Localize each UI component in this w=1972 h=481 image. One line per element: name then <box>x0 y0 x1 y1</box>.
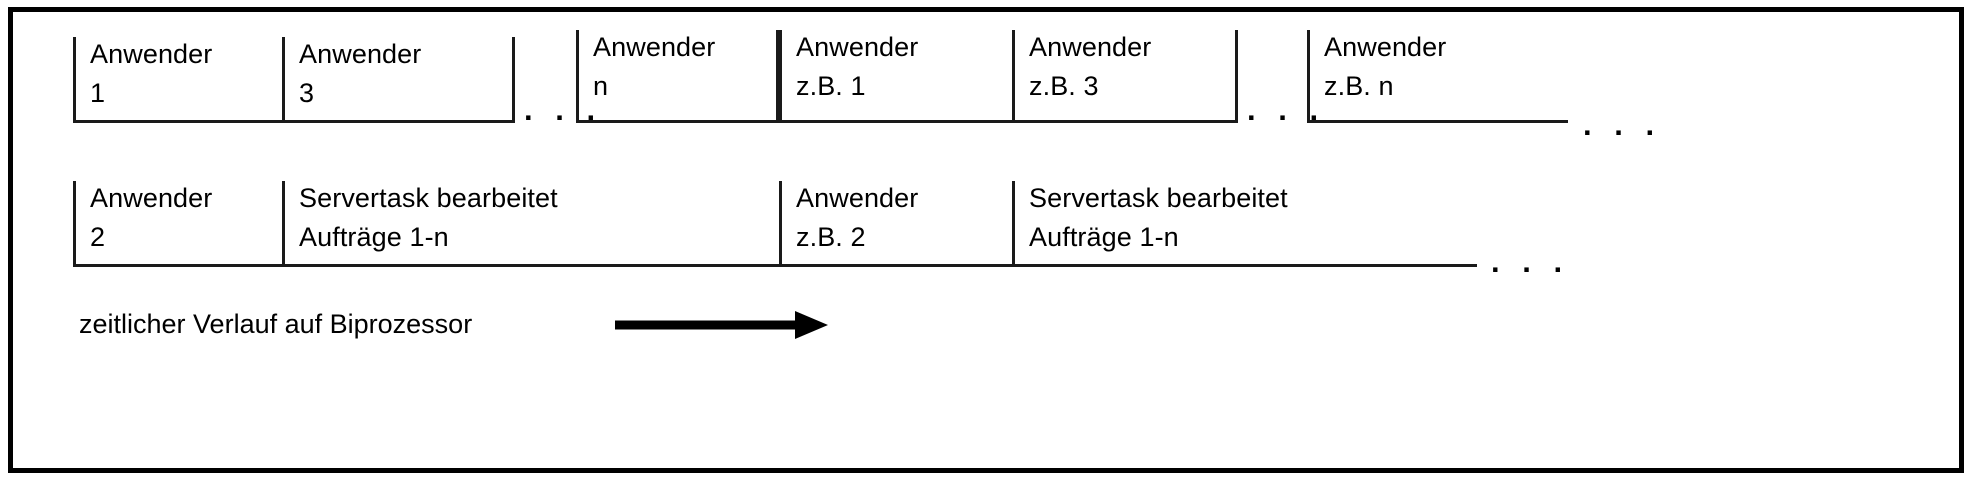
diagram-frame: Anwender 1 Anwender 3 . . . Anwender n <box>8 7 1964 473</box>
timeline-cell-anwender-3: Anwender 3 <box>282 37 515 123</box>
ellipsis-trailing: . . . <box>1583 107 1662 142</box>
timeline-cell-anwender-2: Anwender 2 <box>73 181 282 267</box>
axis-label: zeitlicher Verlauf auf Biprozessor <box>79 309 473 339</box>
cell-text: Anwender z.B. 3 <box>1029 32 1152 101</box>
timeline-cell-anwender-zb-n: Anwender z.B. n <box>1307 30 1568 123</box>
timeline-cell-anwender-n: Anwender n <box>576 30 779 123</box>
timeline-cell-anwender-zb-3: Anwender z.B. 3 <box>1012 30 1238 123</box>
timeline-cell-servertask-1: Servertask bearbeitet Aufträge 1-n <box>282 181 779 267</box>
timeline-cell-servertask-2: Servertask bearbeitet Aufträge 1-n <box>1012 181 1477 267</box>
cell-text: Anwender z.B. 1 <box>796 32 919 101</box>
cell-text: Anwender 3 <box>299 39 422 108</box>
timeline-cell-anwender-zb-1: Anwender z.B. 1 <box>779 30 1012 123</box>
cell-text: Anwender 1 <box>90 39 213 108</box>
timeline-cell-anwender-1: Anwender 1 <box>73 37 282 123</box>
ellipsis-separator: . . . <box>524 92 603 127</box>
ellipsis-trailing: . . . <box>1491 244 1570 279</box>
cell-text: Servertask bearbeitet Aufträge 1-n <box>1029 183 1288 252</box>
ellipsis-separator: . . . <box>1247 92 1326 127</box>
timeline-cell-anwender-zb-2: Anwender z.B. 2 <box>779 181 1012 267</box>
cell-text: Anwender 2 <box>90 183 213 252</box>
cell-text: Anwender z.B. 2 <box>796 183 919 252</box>
cell-text: Anwender z.B. n <box>1324 32 1447 101</box>
arrow-right-icon <box>613 308 833 342</box>
cell-text: Servertask bearbeitet Aufträge 1-n <box>299 183 558 252</box>
cell-text: Anwender n <box>593 32 716 101</box>
